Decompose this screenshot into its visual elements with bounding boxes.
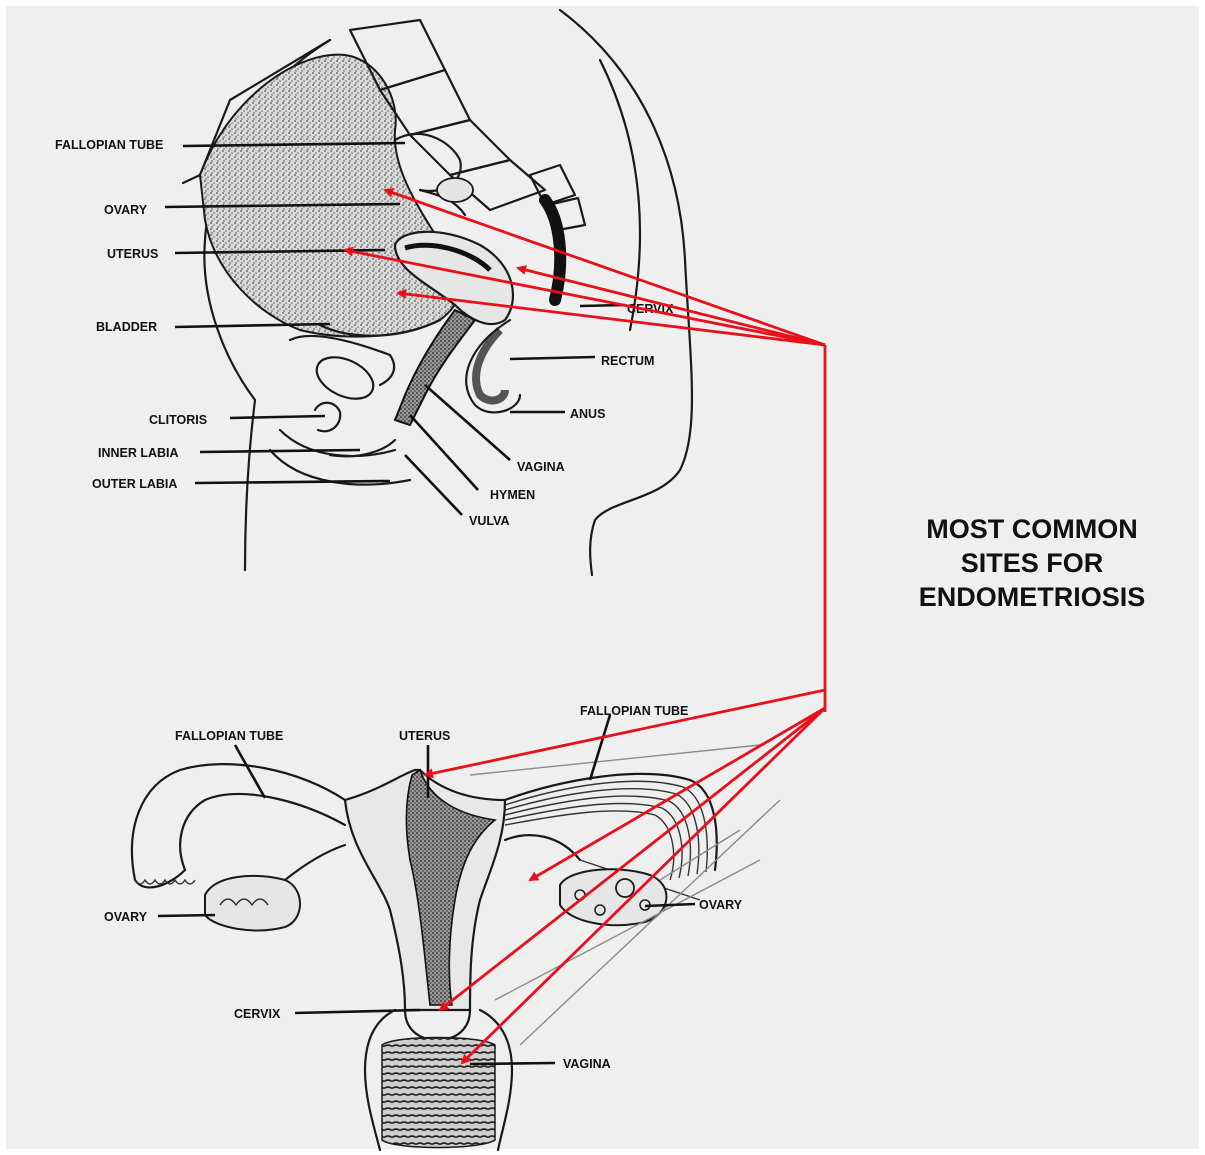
label-front-ovary-right: OVARY <box>699 898 743 912</box>
label-side-bladder: BLADDER <box>96 320 157 334</box>
title-line-2: SITES FOR <box>961 548 1104 578</box>
label-front-uterus: UTERUS <box>399 729 450 743</box>
label-side-ovary: OVARY <box>104 203 148 217</box>
label-side-clitoris: CLITORIS <box>149 413 207 427</box>
label-side-anus: ANUS <box>570 407 605 421</box>
label-side-fallopian-tube: FALLOPIAN TUBE <box>55 138 163 152</box>
label-side-inner-labia: INNER LABIA <box>98 446 179 460</box>
label-side-vulva: VULVA <box>469 514 510 528</box>
label-front-fallopian-tube-right: FALLOPIAN TUBE <box>580 704 688 718</box>
front-vagina-rugae <box>382 1038 495 1148</box>
title-line-1: MOST COMMON <box>926 514 1137 544</box>
label-front-fallopian-tube-left: FALLOPIAN TUBE <box>175 729 283 743</box>
label-front-cervix: CERVIX <box>234 1007 281 1021</box>
label-side-vagina: VAGINA <box>517 460 565 474</box>
label-side-uterus: UTERUS <box>107 247 158 261</box>
label-side-hymen: HYMEN <box>490 488 535 502</box>
label-front-ovary-left: OVARY <box>104 910 148 924</box>
label-side-rectum: RECTUM <box>601 354 654 368</box>
title-line-3: ENDOMETRIOSIS <box>919 582 1146 612</box>
label-front-vagina: VAGINA <box>563 1057 611 1071</box>
side-ovary <box>437 178 473 202</box>
label-side-outer-labia: OUTER LABIA <box>92 477 177 491</box>
